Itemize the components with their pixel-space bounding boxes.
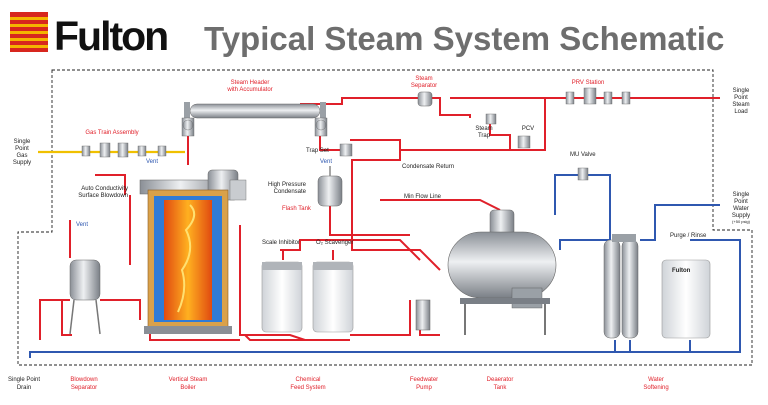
footer-chemical-2: Feed System xyxy=(290,385,325,391)
label-water-supply-2: Point xyxy=(734,199,748,205)
steam-separator xyxy=(417,91,433,107)
label-auto-conductivity-2: Surface Blowdown xyxy=(78,193,128,199)
trap-set-valve xyxy=(339,143,353,157)
label-steam-load-4: Load xyxy=(734,109,747,115)
label-gas-supply-4: Supply xyxy=(13,160,31,166)
footer-blowdown-2: Separator xyxy=(71,385,97,391)
mu-valve xyxy=(577,167,589,181)
footer-softening-1: Water xyxy=(648,377,664,383)
steam-header-accumulator xyxy=(181,102,328,137)
label-o2-scavenger: O₂ Scavenger xyxy=(316,240,353,246)
label-scale-inhibitor: Scale Inhibitor xyxy=(262,240,300,246)
label-steam-header-2: with Accumulator xyxy=(226,87,272,93)
diagram-labels: Steam Header with Accumulator Steam Sepa… xyxy=(13,76,751,274)
pcv-valve xyxy=(517,135,531,149)
deaerator-tank xyxy=(447,209,557,335)
footer-boiler-1: Vertical Steam xyxy=(169,377,208,383)
o2-scavenger-tank xyxy=(312,261,354,333)
logo-text: Fulton xyxy=(54,13,167,59)
footer-boiler-2: Boiler xyxy=(180,385,195,391)
footer-deaerator-2: Tank xyxy=(494,385,508,391)
water-softener xyxy=(603,234,711,339)
label-gas-supply-3: Gas xyxy=(16,153,27,159)
footer-blowdown-1: Blowdown xyxy=(70,377,97,383)
label-steam-separator-1: Steam xyxy=(415,76,432,82)
footer-chemical-1: Chemical xyxy=(295,377,320,383)
label-steam-trap-1: Steam xyxy=(475,126,492,132)
feedwater-pump xyxy=(415,299,431,331)
prv-station xyxy=(565,87,631,105)
footer-softening-2: Softening xyxy=(643,385,668,391)
label-water-supply-4: Supply xyxy=(732,213,750,219)
label-flash-tank: Flash Tank xyxy=(282,206,312,212)
label-gas-supply-1: Single xyxy=(14,139,31,145)
scale-inhibitor-tank xyxy=(261,261,303,333)
fulton-logo: Fulton xyxy=(10,12,169,59)
footer-drain-1: Single Point xyxy=(8,377,40,383)
label-water-supply-1: Single xyxy=(733,192,750,198)
label-vent-blowdown: Vent xyxy=(76,222,88,228)
label-steam-load-1: Single xyxy=(733,88,750,94)
label-prv-station: PRV Station xyxy=(572,80,605,86)
label-vent-flash: Vent xyxy=(320,159,332,165)
softener-brand: Fulton xyxy=(672,268,691,274)
label-steam-load-2: Point xyxy=(734,95,748,101)
label-hp-condensate-2: Condensate xyxy=(274,189,307,195)
label-gas-supply-2: Point xyxy=(15,146,29,152)
vertical-steam-boiler xyxy=(139,169,247,334)
footer-pump-2: Pump xyxy=(416,385,432,391)
label-steam-load-3: Steam xyxy=(732,102,749,108)
blowdown-separator xyxy=(69,259,101,335)
label-gas-train: Gas Train Assembly xyxy=(85,130,138,136)
gas-train-valves xyxy=(81,142,167,158)
footer-labels: Single Point Drain Blowdown Separator Ve… xyxy=(8,377,669,391)
steam-trap xyxy=(485,113,497,125)
label-min-flow: Min Flow Line xyxy=(404,194,442,200)
label-trap-set: Trap Set xyxy=(306,148,329,154)
footer-deaerator-1: Deaerator xyxy=(487,377,514,383)
label-hp-condensate-1: High Pressure xyxy=(268,182,307,188)
label-water-supply-5: (+50 psig) xyxy=(732,219,751,224)
label-purge-rinse: Purge / Rinse xyxy=(670,233,707,239)
label-vent-boiler: Vent xyxy=(146,159,158,165)
label-auto-conductivity-1: Auto Conductivity xyxy=(81,186,128,192)
label-mu-valve: MU Valve xyxy=(570,152,596,158)
label-pcv: PCV xyxy=(522,126,534,132)
label-steam-header-1: Steam Header xyxy=(231,80,270,86)
footer-pump-1: Feedwater xyxy=(410,377,438,383)
page-title: Typical Steam System Schematic xyxy=(204,20,724,57)
label-steam-separator-2: Separator xyxy=(411,83,437,89)
system-boundary xyxy=(17,69,753,366)
flash-tank xyxy=(317,166,343,207)
label-steam-trap-2: Trap xyxy=(478,133,491,139)
footer-drain-2: Drain xyxy=(17,385,31,391)
label-condensate-return: Condensate Return xyxy=(402,164,454,170)
label-water-supply-3: Water xyxy=(733,206,749,212)
